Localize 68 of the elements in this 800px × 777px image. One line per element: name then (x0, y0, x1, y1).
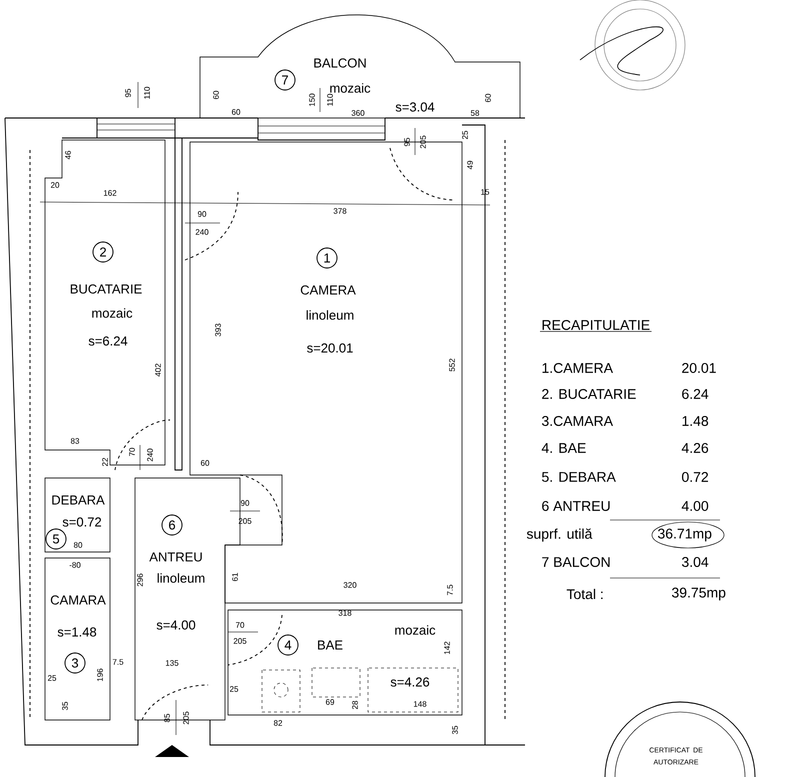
table-cell: 5. DEBARA (542, 472, 616, 482)
dimension: 393 (215, 324, 221, 336)
table-cell: 39.75mp (672, 588, 726, 600)
table-cell: Total : (566, 588, 603, 600)
dimension: 240 (196, 229, 208, 235)
dimension: 95 (404, 138, 410, 146)
dimension: 110 (144, 86, 150, 99)
dimension: 205 (234, 638, 246, 644)
dimension: 25 (462, 130, 468, 140)
table-cell: 6 ANTREU (542, 501, 610, 511)
dimension: 60 (213, 90, 219, 100)
dimension: 70 (236, 622, 244, 628)
dimension: 58 (470, 110, 480, 116)
table-cell: 2. BUCATARIE (542, 389, 636, 399)
dimension: 28 (352, 700, 358, 710)
dimension: 25 (48, 675, 56, 681)
dimension: 22 (102, 458, 108, 466)
dimension: 83 (70, 438, 80, 444)
dimension: 110 (327, 94, 333, 106)
dimension: 205 (183, 712, 189, 724)
table-cell: 1.CAMERA (542, 363, 613, 373)
dimension: 162 (104, 190, 116, 196)
dimension: 552 (449, 358, 455, 372)
table-cell: 6.24 (682, 389, 708, 399)
dimension: 90 (240, 500, 250, 506)
table-cell: 20.01 (682, 363, 716, 373)
dimension: 35 (62, 702, 68, 710)
dimension: -80 (70, 562, 80, 568)
table-cell: 0.72 (682, 472, 708, 482)
dimension: 402 (155, 364, 161, 376)
dimension: 46 (65, 150, 71, 160)
dimension: 318 (338, 610, 352, 616)
dimension: 360 (352, 110, 364, 116)
dimension: 85 (164, 714, 170, 722)
dimension: 60 (200, 460, 210, 466)
table-cell: 1.48 (682, 416, 708, 426)
table-heading: RECAPITULATIE (540, 320, 652, 332)
table-cell: 4. BAE (542, 443, 586, 453)
dimension: 70 (129, 448, 135, 456)
dimension: 205 (420, 136, 426, 148)
dimension: 378 (334, 208, 346, 214)
dimension: 35 (452, 726, 458, 734)
table-cell: 4.00 (682, 501, 708, 511)
dimension: 196 (97, 668, 103, 682)
dimension: 69 (326, 699, 334, 705)
dimension: 142 (444, 642, 450, 654)
dimension: 296 (137, 574, 143, 586)
dimension: 60 (485, 94, 491, 102)
dimension: 61 (232, 572, 238, 582)
table-cell: 3.04 (682, 557, 708, 567)
table-cell: suprf. utilă (526, 528, 592, 542)
dimension: 7.5 (112, 659, 124, 665)
dimension: 320 (344, 582, 356, 588)
dimension: 240 (147, 448, 153, 462)
dimension: 150 (309, 94, 315, 106)
dimension: 25 (230, 686, 238, 692)
dimension: 20 (50, 182, 60, 188)
table-cell: 4.26 (682, 443, 708, 453)
dimension: 95 (125, 88, 131, 98)
dimension: 80 (74, 542, 82, 548)
dimension: 60 (232, 109, 240, 115)
table-cell: 3.CAMARA (542, 416, 613, 426)
table-cell: 36.71mp (658, 528, 712, 542)
table-cell: 7 BALCON (542, 557, 610, 567)
dimension: 90 (198, 211, 206, 217)
dimension: 148 (414, 701, 426, 707)
dimension: 135 (166, 660, 178, 666)
dimension: 7.5 (447, 584, 453, 596)
